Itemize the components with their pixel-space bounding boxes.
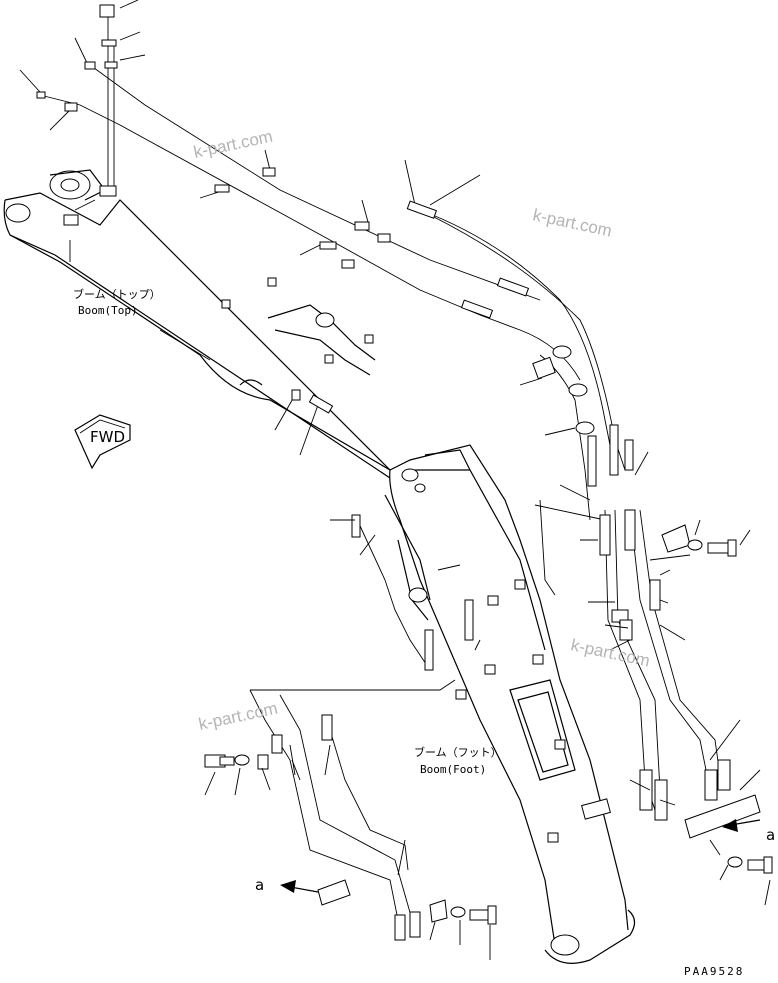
ref-a-left: a	[255, 876, 264, 894]
fwd-label: FWD	[90, 428, 125, 446]
drawing-code: PAA9528	[684, 965, 744, 978]
boom-foot-label-en: Boom(Foot)	[420, 763, 486, 776]
watermark: k-part.com	[569, 635, 651, 670]
boom-foot-structure	[384, 444, 636, 964]
boom-top-label-jp: ブーム（トップ）	[73, 287, 161, 301]
watermark: k-part.com	[531, 205, 613, 240]
boom-top-structure	[3, 169, 391, 479]
watermark: k-part.com	[192, 127, 274, 162]
hose-lines-top	[19, 0, 649, 521]
hose-lines-right	[534, 499, 773, 906]
fwd-direction-arrow: FWD	[74, 414, 131, 470]
watermark: k-part.com	[197, 699, 279, 734]
boom-top-label-en: Boom(Top)	[78, 304, 138, 317]
hose-lines-lower	[204, 514, 497, 960]
boom-foot-label-jp: ブーム（フット）	[414, 745, 502, 759]
ref-a-right: a	[766, 826, 775, 844]
